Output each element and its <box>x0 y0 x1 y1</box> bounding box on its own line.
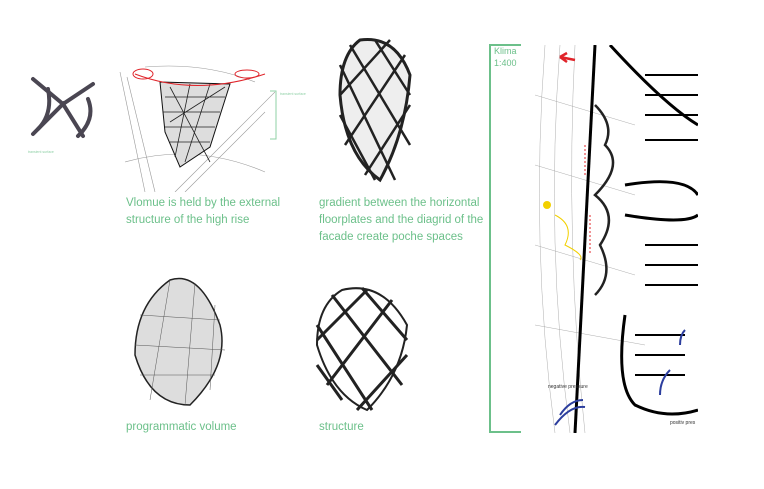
caption-volume-held: Vlomue is held by the external structure… <box>126 197 281 226</box>
detail-label: transient surface <box>28 150 54 154</box>
section-scale: 1:400 <box>494 58 517 68</box>
negative-pressure-label: negative pressure <box>548 384 588 390</box>
structure-drawing <box>315 287 409 412</box>
climate-section-drawing <box>535 45 698 433</box>
bracket-label: transient surface <box>280 92 306 96</box>
caption-programmatic: programmatic volume <box>126 421 237 433</box>
caption-gradient: gradient between the horizontal floorpla… <box>319 197 484 243</box>
programmatic-volume-drawing <box>134 277 226 406</box>
volume-in-highrise-drawing <box>119 65 275 192</box>
caption-structure: structure <box>319 421 364 433</box>
diagrid-gradient-drawing <box>338 37 412 183</box>
node-detail-drawing <box>31 77 95 138</box>
section-frame <box>489 44 521 433</box>
bracket-icon <box>270 90 277 140</box>
section-title: Klima <box>494 46 517 56</box>
positive-pressure-label: positiv pres <box>670 420 696 426</box>
